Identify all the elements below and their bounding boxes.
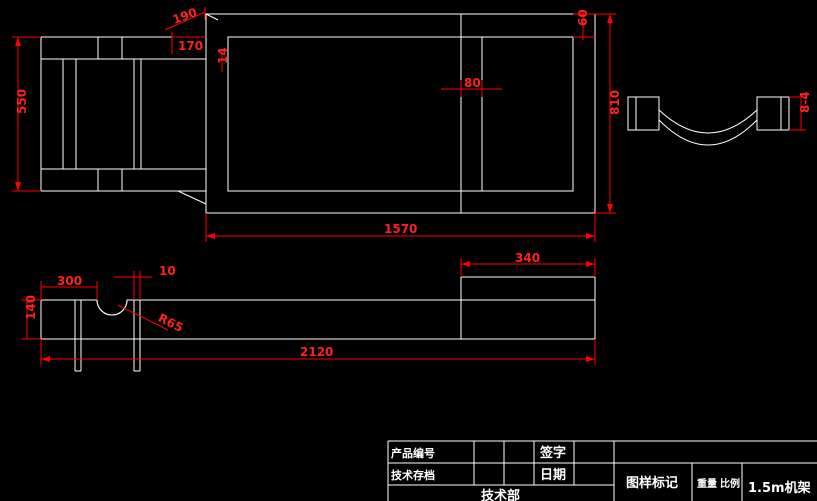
front-beam bbox=[40, 299, 596, 340]
top-view bbox=[40, 13, 596, 214]
dim-340: 340 bbox=[515, 251, 540, 265]
main-frame bbox=[205, 13, 596, 214]
dim-10: 10 bbox=[159, 264, 176, 278]
dim-r65: R65 bbox=[156, 311, 185, 335]
dim-2120: 2120 bbox=[300, 345, 333, 359]
front-view-dimensions: 300 10 340 140 R65 2120 bbox=[21, 251, 596, 365]
dim-300: 300 bbox=[57, 274, 82, 288]
dim-14: 14 bbox=[216, 47, 230, 64]
dim-8-4: 8-4 bbox=[798, 91, 812, 113]
top-view-dimensions: 190 170 14 550 80 60 810 bbox=[12, 5, 622, 242]
dim-170: 170 bbox=[178, 39, 203, 53]
label-weight: 重量 bbox=[697, 477, 717, 490]
label-sign: 签字 bbox=[539, 445, 566, 461]
label-drawing-mark: 图样标记 bbox=[626, 475, 678, 491]
label-product-no: 产品编号 bbox=[391, 446, 435, 460]
dim-810: 810 bbox=[608, 90, 622, 115]
dim-1570: 1570 bbox=[384, 222, 417, 236]
dim-80: 80 bbox=[464, 76, 481, 90]
arc-detail: 8-4 bbox=[627, 91, 812, 146]
arc-right-block bbox=[756, 96, 790, 131]
label-scale: 比例 bbox=[720, 477, 740, 490]
dim-60: 60 bbox=[576, 9, 590, 26]
left-frame-block bbox=[40, 36, 207, 192]
label-date: 日期 bbox=[540, 468, 566, 483]
dim-550: 550 bbox=[15, 89, 29, 114]
dim-140: 140 bbox=[24, 295, 38, 320]
dim-190: 190 bbox=[171, 5, 199, 27]
label-dept: 技术部 bbox=[481, 488, 520, 501]
main-frame-inner bbox=[227, 36, 574, 192]
label-tech-archive: 技术存档 bbox=[391, 468, 435, 482]
title-block: 产品编号 技术存档 签字 日期 技术部 图样标记 重量 比例 1.5m机架 bbox=[387, 440, 817, 501]
drawing-name: 1.5m机架 bbox=[748, 480, 811, 496]
arc-left-block bbox=[627, 96, 660, 131]
